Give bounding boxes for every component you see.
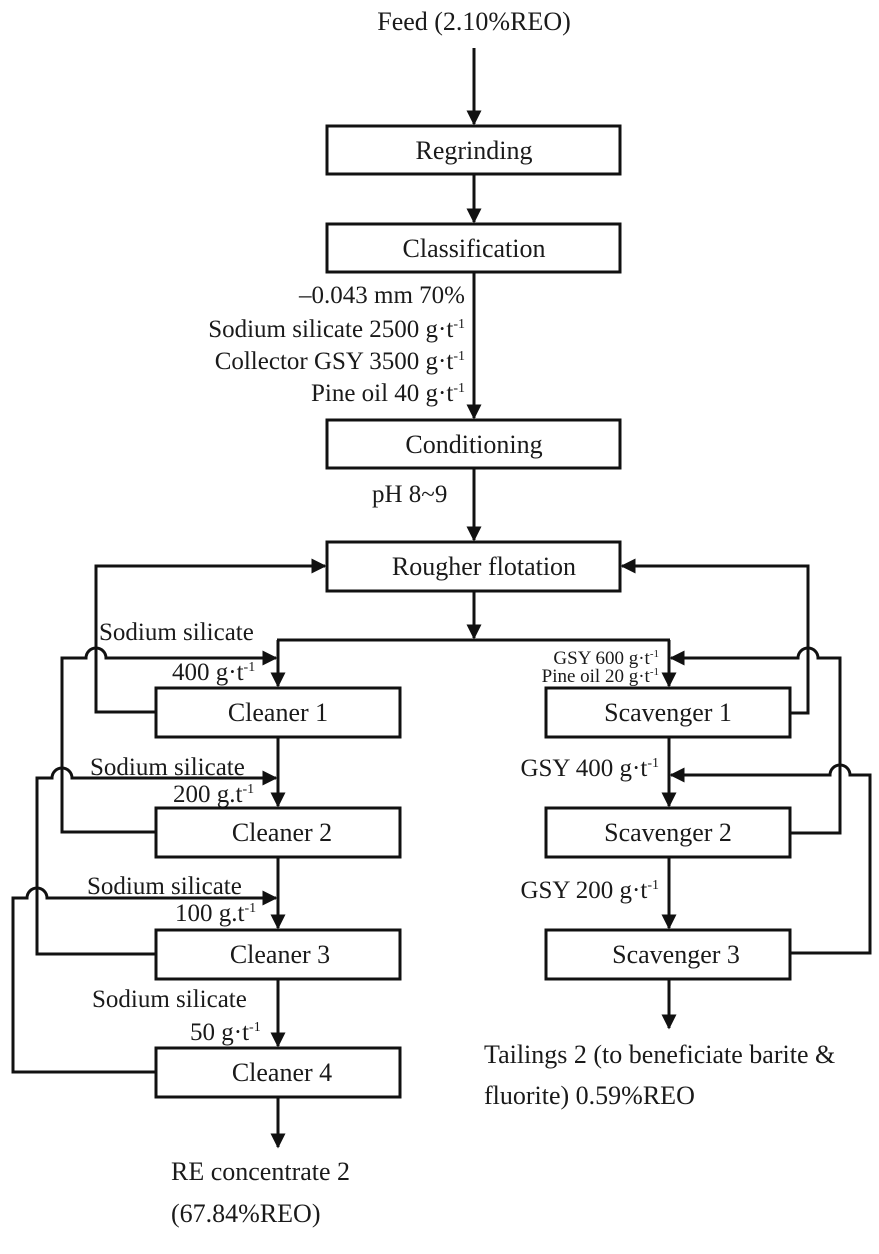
unit-cleaner-1: Cleaner 1 <box>154 686 402 739</box>
svg-text:50 g·t-1: 50 g·t-1 <box>190 1019 261 1046</box>
svg-text:400 g·t-1: 400 g·t-1 <box>172 659 255 686</box>
svg-text:200 g.t-1: 200 g.t-1 <box>173 781 254 808</box>
svg-text:Sodium silicate: Sodium silicate <box>92 986 247 1013</box>
recycle-scavenger2-to-scavenger1 <box>669 646 842 835</box>
product-tailings-line1: Tailings 2 (to beneficiate barite & <box>484 1040 835 1069</box>
reagent-cleaner3: Sodium silicate 100 g.t-1 <box>87 873 256 927</box>
unit-cleaner-4: Cleaner 4 <box>154 1046 402 1099</box>
unit-conditioning: Conditioning <box>325 418 622 470</box>
unit-label: Classification <box>403 234 546 263</box>
condition-collector-gsy: Collector GSY 3500 g·t-1 <box>215 348 465 375</box>
recycle-cleaner3-to-cleaner2 <box>35 766 278 956</box>
unit-label: Scavenger 1 <box>604 698 732 727</box>
svg-text:GSY 600 g·t-1: GSY 600 g·t-1 <box>553 648 659 669</box>
unit-label: Rougher flotation <box>392 552 576 581</box>
product-tailings-line2: fluorite) 0.59%REO <box>484 1081 695 1110</box>
reagent-cleaner4: Sodium silicate 50 g·t-1 <box>92 986 261 1046</box>
recycle-scavenger1-to-rougher <box>620 558 810 715</box>
recycle-scavenger3-to-scavenger2 <box>669 763 872 955</box>
svg-text:100 g.t-1: 100 g.t-1 <box>175 900 256 927</box>
unit-label: Scavenger 2 <box>604 818 732 847</box>
reagent-scavenger1: GSY 600 g·t-1 Pine oil 20 g·t-1 <box>542 648 659 687</box>
svg-text:Sodium silicate: Sodium silicate <box>87 873 242 900</box>
unit-scavenger-3: Scavenger 3 <box>544 928 792 981</box>
reagent-scavenger2: GSY 400 g·t-1 <box>520 755 659 782</box>
condition-ph: pH 8~9 <box>372 481 447 508</box>
unit-label: Conditioning <box>405 430 542 459</box>
unit-regrinding: Regrinding <box>325 124 622 176</box>
classification-conditions: –0.043 mm 70% Sodium silicate 2500 g·t-1… <box>208 282 465 407</box>
unit-label: Cleaner 1 <box>228 698 328 727</box>
unit-label: Cleaner 4 <box>232 1058 332 1087</box>
condition-sodium-silicate: Sodium silicate 2500 g·t-1 <box>208 316 465 343</box>
unit-label: Cleaner 3 <box>230 940 330 969</box>
recycle-cleaner4-to-cleaner3 <box>11 886 278 1074</box>
product-concentrate-line2: (67.84%REO) <box>171 1199 320 1228</box>
unit-scavenger-2: Scavenger 2 <box>544 806 792 859</box>
unit-label: Cleaner 2 <box>232 818 332 847</box>
unit-classification: Classification <box>325 222 622 274</box>
unit-cleaner-2: Cleaner 2 <box>154 806 402 859</box>
svg-text:Pine oil 20 g·t-1: Pine oil 20 g·t-1 <box>542 666 659 687</box>
reagent-cleaner2: Sodium silicate 200 g.t-1 <box>90 754 254 808</box>
recycle-cleaner1-to-rougher <box>94 558 327 714</box>
svg-text:Sodium silicate: Sodium silicate <box>99 619 254 646</box>
unit-rougher-flotation: Rougher flotation <box>325 540 622 593</box>
unit-label: Scavenger 3 <box>612 940 740 969</box>
reagent-scavenger3: GSY 200 g·t-1 <box>520 877 659 904</box>
condition-grind-size: –0.043 mm 70% <box>298 282 465 309</box>
unit-label: Regrinding <box>416 136 533 165</box>
unit-cleaner-3: Cleaner 3 <box>154 928 402 981</box>
recycle-cleaner2-to-cleaner1 <box>60 646 278 834</box>
unit-scavenger-1: Scavenger 1 <box>544 686 792 739</box>
condition-pine-oil: Pine oil 40 g·t-1 <box>311 380 465 407</box>
reagent-cleaner1: Sodium silicate 400 g·t-1 <box>99 619 255 686</box>
feed-label: Feed (2.10%REO) <box>377 7 571 36</box>
product-concentrate-line1: RE concentrate 2 <box>171 1157 350 1186</box>
